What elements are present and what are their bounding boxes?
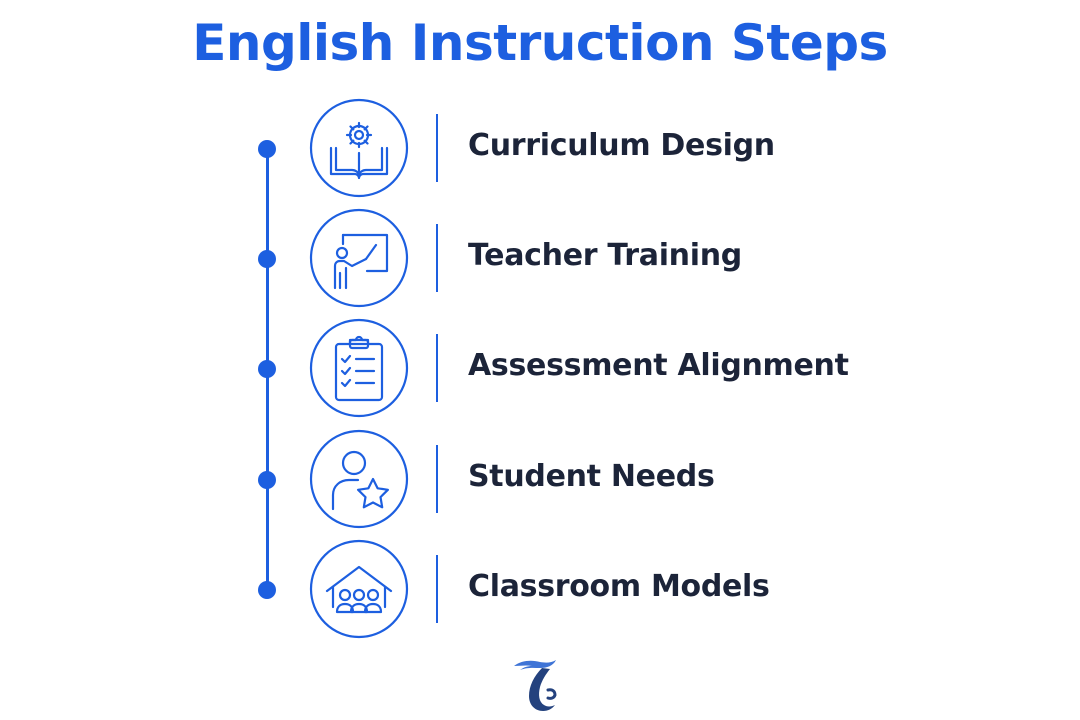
teacher-whiteboard-icon <box>309 208 409 308</box>
timeline-dot <box>258 581 276 599</box>
step-label: Curriculum Design <box>468 128 775 163</box>
step-divider <box>436 555 438 623</box>
step-label: Classroom Models <box>468 569 770 604</box>
step-curriculum-design: Curriculum Design <box>0 98 1080 198</box>
student-star-icon <box>309 429 409 529</box>
step-divider <box>436 445 438 513</box>
timeline-dot <box>258 250 276 268</box>
step-divider <box>436 114 438 182</box>
brand-logo-icon <box>508 652 564 714</box>
step-teacher-training: Teacher Training <box>0 208 1080 308</box>
step-label: Teacher Training <box>468 238 742 273</box>
clipboard-checklist-icon <box>309 318 409 418</box>
timeline-dot <box>258 471 276 489</box>
step-classroom-models: Classroom Models <box>0 539 1080 639</box>
step-label: Assessment Alignment <box>468 348 849 383</box>
page-title: English Instruction Steps <box>192 14 888 72</box>
step-divider <box>436 334 438 402</box>
book-gear-icon <box>309 98 409 198</box>
step-assessment-alignment: Assessment Alignment <box>0 318 1080 418</box>
step-divider <box>436 224 438 292</box>
step-student-needs: Student Needs <box>0 429 1080 529</box>
timeline-dot <box>258 360 276 378</box>
classroom-group-icon <box>309 539 409 639</box>
timeline-dot <box>258 140 276 158</box>
step-label: Student Needs <box>468 459 715 494</box>
